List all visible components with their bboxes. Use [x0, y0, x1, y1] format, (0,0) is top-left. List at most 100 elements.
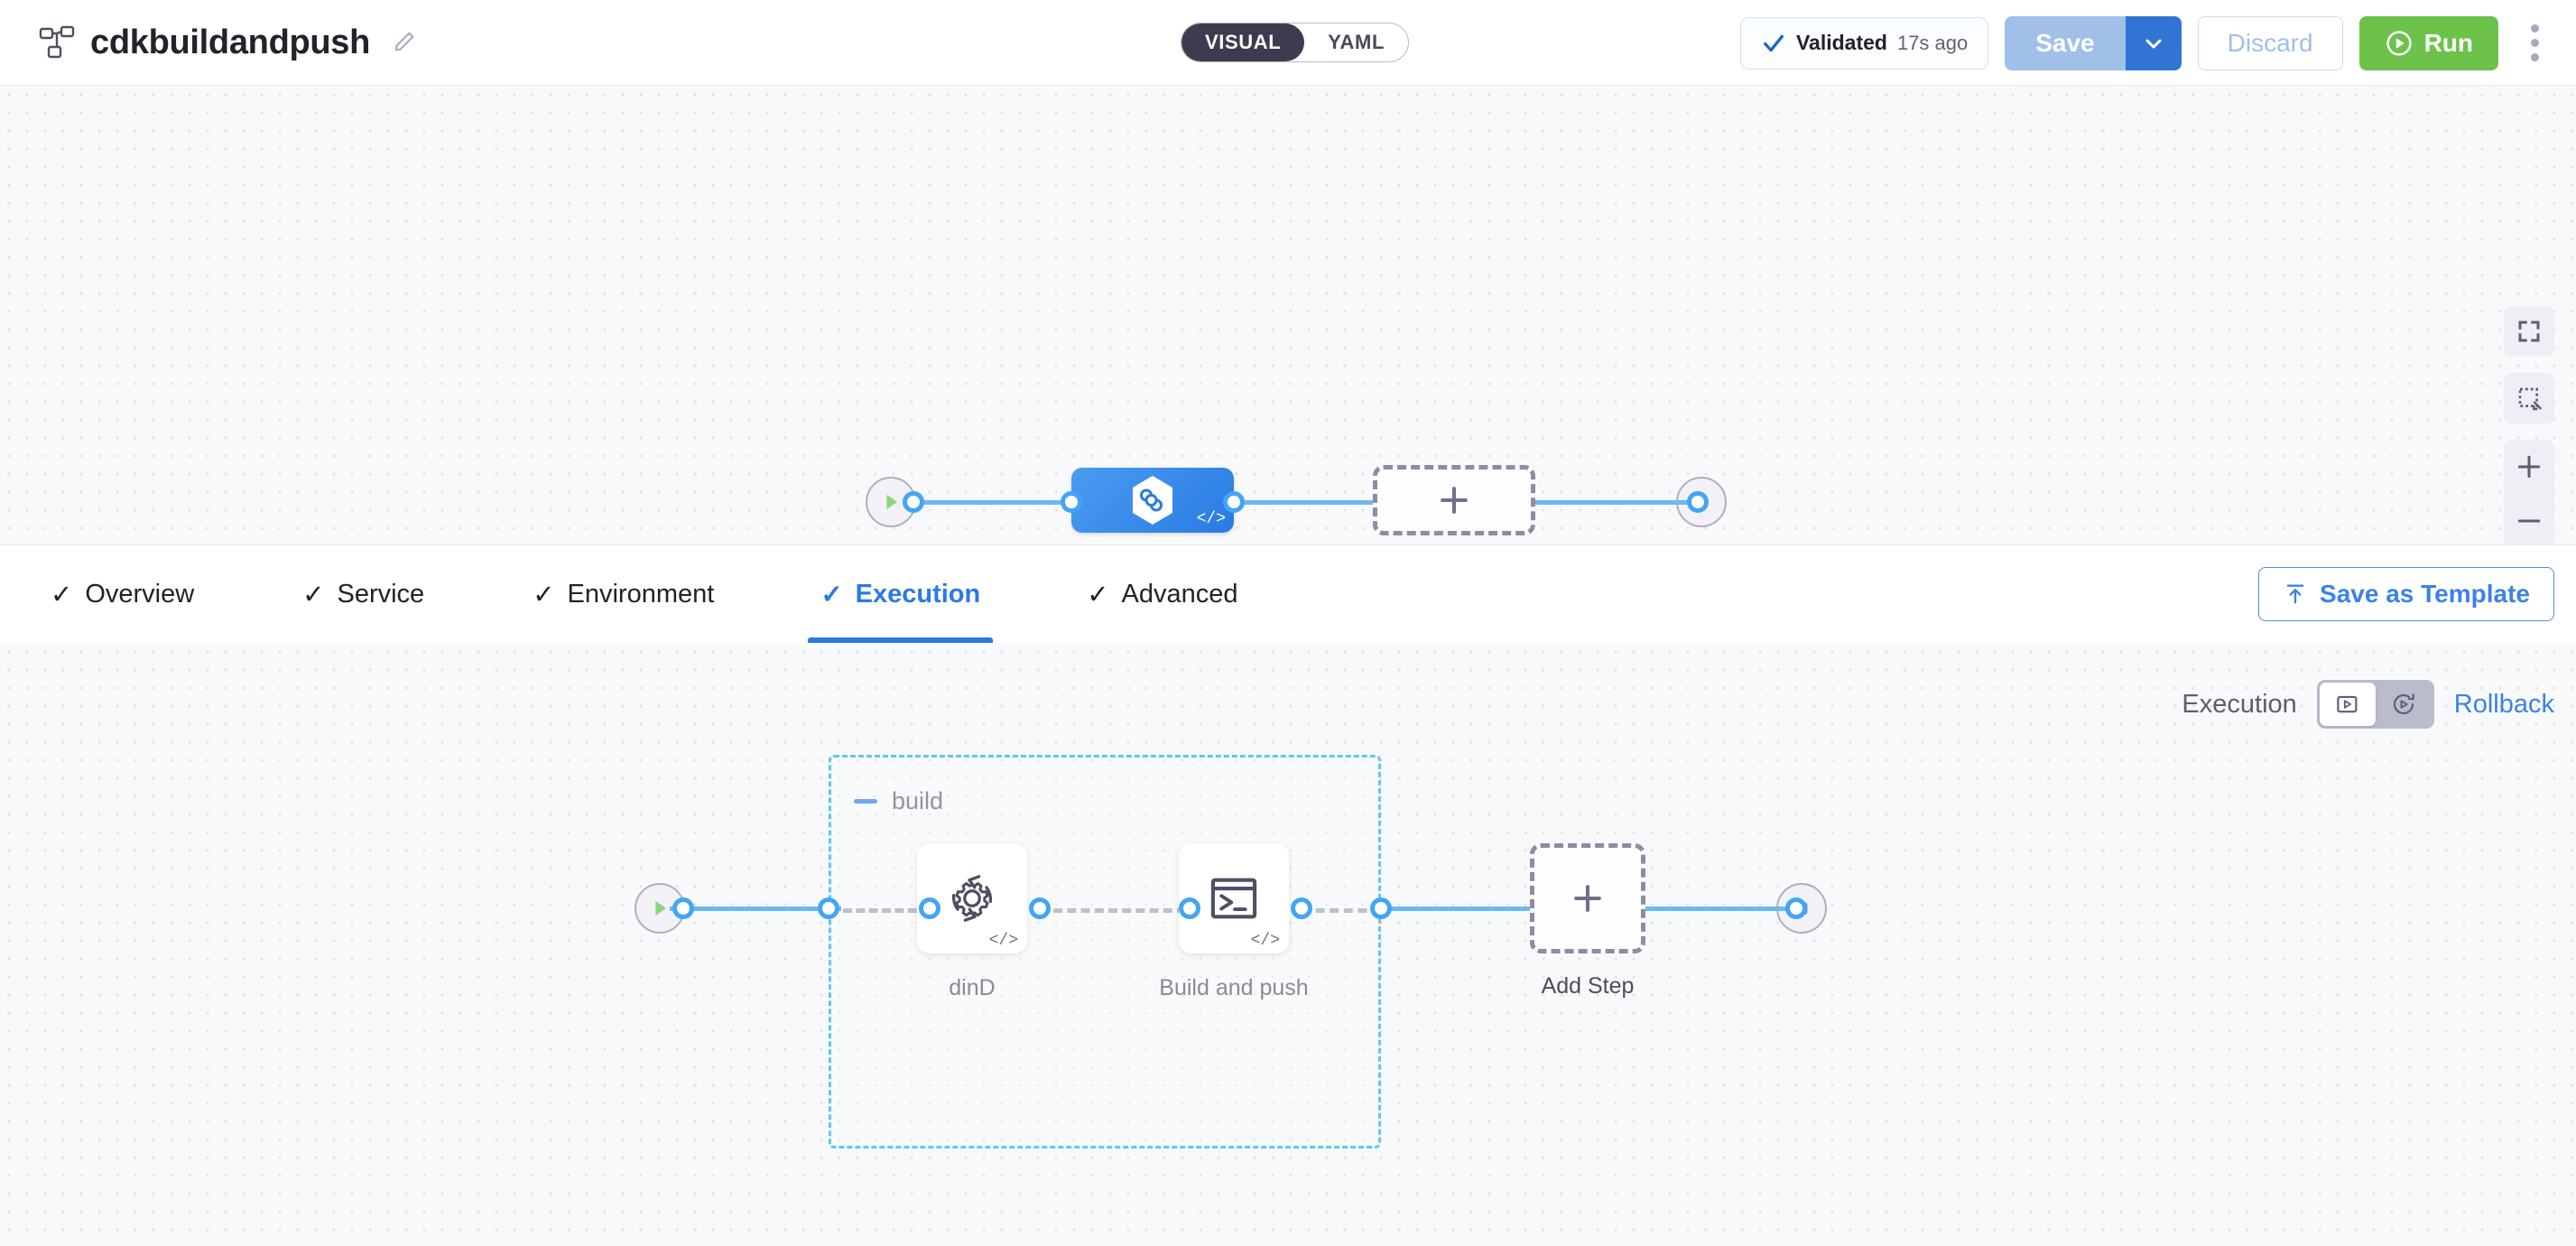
play-in-box-icon — [2337, 695, 2358, 713]
execution-mode-button[interactable] — [2319, 683, 2376, 726]
tab-label: Advanced — [1121, 579, 1238, 609]
port-group-out[interactable] — [1370, 897, 1392, 919]
view-mode-toggle[interactable]: VISUAL YAML — [1181, 23, 1409, 62]
play-icon — [655, 900, 666, 916]
plus-icon — [1441, 487, 1468, 514]
harness-hexagon-infinity-icon — [1133, 476, 1172, 525]
add-step-label: Add Step — [1541, 973, 1635, 999]
toggle-yaml[interactable]: YAML — [1328, 31, 1385, 53]
port-dind-in[interactable] — [919, 897, 941, 919]
port-buildpush-out[interactable] — [1291, 897, 1312, 919]
edge-ckd-to-addstage — [1223, 500, 1378, 505]
save-as-template-label: Save as Template — [2320, 580, 2530, 608]
validated-label: Validated — [1795, 31, 1887, 54]
tab-label: Overview — [85, 579, 195, 609]
step-label-build-and-push: Build and push — [1159, 975, 1309, 1000]
minus-icon — [2517, 519, 2541, 523]
toggle-visual[interactable]: VISUAL — [1181, 23, 1305, 61]
plus-icon — [1574, 885, 1601, 912]
save-button-group[interactable]: Save — [2005, 15, 2182, 70]
port-dind-out[interactable] — [1029, 897, 1051, 919]
step-group-build[interactable] — [829, 755, 1381, 1148]
check-icon: ✓ — [533, 580, 555, 609]
step-group-header[interactable]: build — [854, 787, 943, 815]
edge-start-to-ckd — [912, 500, 1074, 505]
port-ckd-out[interactable] — [1223, 491, 1245, 513]
edge-group-in-to-dind — [843, 908, 930, 913]
tab-label: Service — [337, 579, 425, 609]
execution-mode-toggle[interactable] — [2316, 680, 2434, 729]
tab-label: Execution — [855, 579, 981, 609]
check-icon — [1763, 34, 1784, 51]
terminal-icon — [1210, 878, 1257, 919]
discard-button[interactable]: Discard — [2197, 15, 2343, 70]
execution-label: Execution — [2182, 689, 2297, 719]
save-button[interactable]: Save — [2005, 15, 2126, 70]
gear-cycle-icon — [951, 875, 993, 922]
check-icon: ✓ — [51, 580, 73, 609]
play-circle-icon — [2386, 30, 2412, 56]
code-badge[interactable]: </> — [1250, 932, 1280, 950]
header-actions: Validated 17s ago Save Discard Run — [1739, 0, 2554, 86]
code-badge[interactable]: </> — [988, 932, 1018, 950]
step-label-dind: dinD — [949, 975, 996, 1000]
status-badge: Validated 17s ago — [1739, 16, 1989, 70]
check-icon: ✓ — [1087, 580, 1109, 609]
port-group-in[interactable] — [818, 897, 839, 919]
edge-start-to-group — [670, 907, 841, 911]
chevron-down-icon — [2145, 39, 2162, 49]
port-buildpush-in[interactable] — [1179, 897, 1200, 919]
tab-advanced[interactable]: ✓ Advanced — [1083, 545, 1241, 643]
page-title: cdkbuildandpush — [90, 23, 371, 61]
run-button[interactable]: Run — [2358, 15, 2498, 70]
pipeline-nodes-icon — [36, 22, 78, 63]
rollback-play-icon — [2393, 693, 2414, 715]
stage-tab-bar[interactable]: ✓ Overview ✓ Service ✓ Environment ✓ Exe… — [0, 545, 2576, 643]
app-header: cdkbuildandpush VISUAL YAML Validated 17… — [0, 0, 2576, 86]
edge-buildpush-to-group-out — [1302, 908, 1381, 913]
port-start-out[interactable] — [903, 491, 924, 513]
rollback-mode-button[interactable] — [2376, 683, 2432, 726]
tab-overview[interactable]: ✓ Overview — [47, 545, 198, 643]
zoom-out-button[interactable] — [2504, 494, 2554, 548]
validated-time: 17s ago — [1896, 31, 1969, 54]
play-icon — [886, 494, 897, 510]
fit-to-screen-icon[interactable] — [2504, 306, 2554, 357]
edge-dind-to-buildpush — [1040, 908, 1186, 913]
rollback-link[interactable]: Rollback — [2453, 689, 2554, 719]
step-node-build-and-push[interactable]: </> — [1179, 843, 1289, 953]
execution-canvas[interactable]: Execution Rollback build — [0, 643, 2576, 1246]
step-group-label: build — [892, 787, 944, 814]
zoom-controls[interactable] — [2504, 440, 2554, 548]
minus-icon[interactable] — [854, 799, 877, 804]
port-end-in[interactable] — [1687, 491, 1709, 513]
execution-rollback-row: Execution Rollback — [2182, 677, 2554, 731]
run-label: Run — [2423, 28, 2473, 57]
save-dropdown-button[interactable] — [2125, 15, 2182, 70]
tab-environment[interactable]: ✓ Environment — [529, 545, 718, 643]
code-badge[interactable]: </> — [1196, 510, 1226, 528]
pencil-icon[interactable] — [390, 27, 421, 58]
edge-addstep-to-end — [1641, 907, 1794, 911]
zoom-in-button[interactable] — [2504, 440, 2554, 494]
plus-icon — [2517, 455, 2541, 479]
add-stage-button[interactable] — [1373, 465, 1535, 535]
save-as-template-button[interactable]: Save as Template — [2258, 567, 2554, 621]
port-exec-start-out[interactable] — [672, 897, 694, 919]
stage-canvas[interactable]: </> ckd Add Stage — [0, 86, 2576, 603]
add-step-button[interactable] — [1530, 843, 1645, 953]
port-exec-end-in[interactable] — [1785, 897, 1807, 919]
upload-icon — [2286, 584, 2304, 604]
tab-label: Environment — [567, 579, 715, 609]
tab-service[interactable]: ✓ Service — [299, 545, 428, 643]
canvas-controls[interactable] — [2504, 306, 2554, 548]
edge-group-to-addstep — [1381, 907, 1534, 911]
port-ckd-in[interactable] — [1061, 491, 1082, 513]
selection-box-icon[interactable] — [2504, 373, 2554, 423]
edge-addstage-to-end — [1532, 500, 1696, 505]
check-icon: ✓ — [820, 580, 843, 609]
tab-execution[interactable]: ✓ Execution — [808, 545, 994, 643]
kebab-menu-icon[interactable] — [2515, 16, 2554, 70]
stage-node-ckd[interactable]: </> — [1071, 468, 1234, 533]
check-icon: ✓ — [302, 580, 325, 609]
